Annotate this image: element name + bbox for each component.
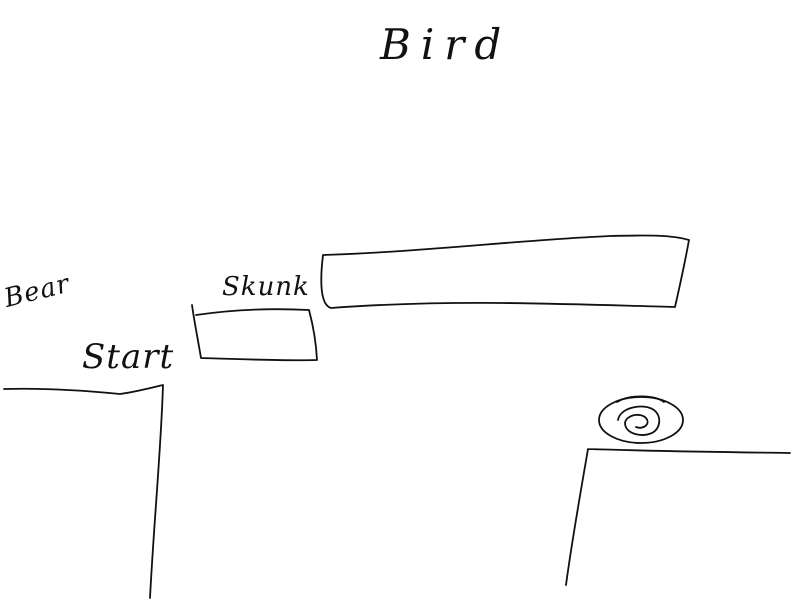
skunk-label: Skunk: [222, 272, 310, 302]
bird-label: Bird: [380, 20, 512, 69]
spiral-goal-icon[interactable]: [598, 395, 684, 444]
start-cliff: [3, 384, 164, 599]
start-label: Start: [82, 337, 175, 377]
large-platform: [320, 234, 690, 309]
skunk-platform: [191, 304, 318, 362]
right-cliff: [565, 448, 791, 586]
